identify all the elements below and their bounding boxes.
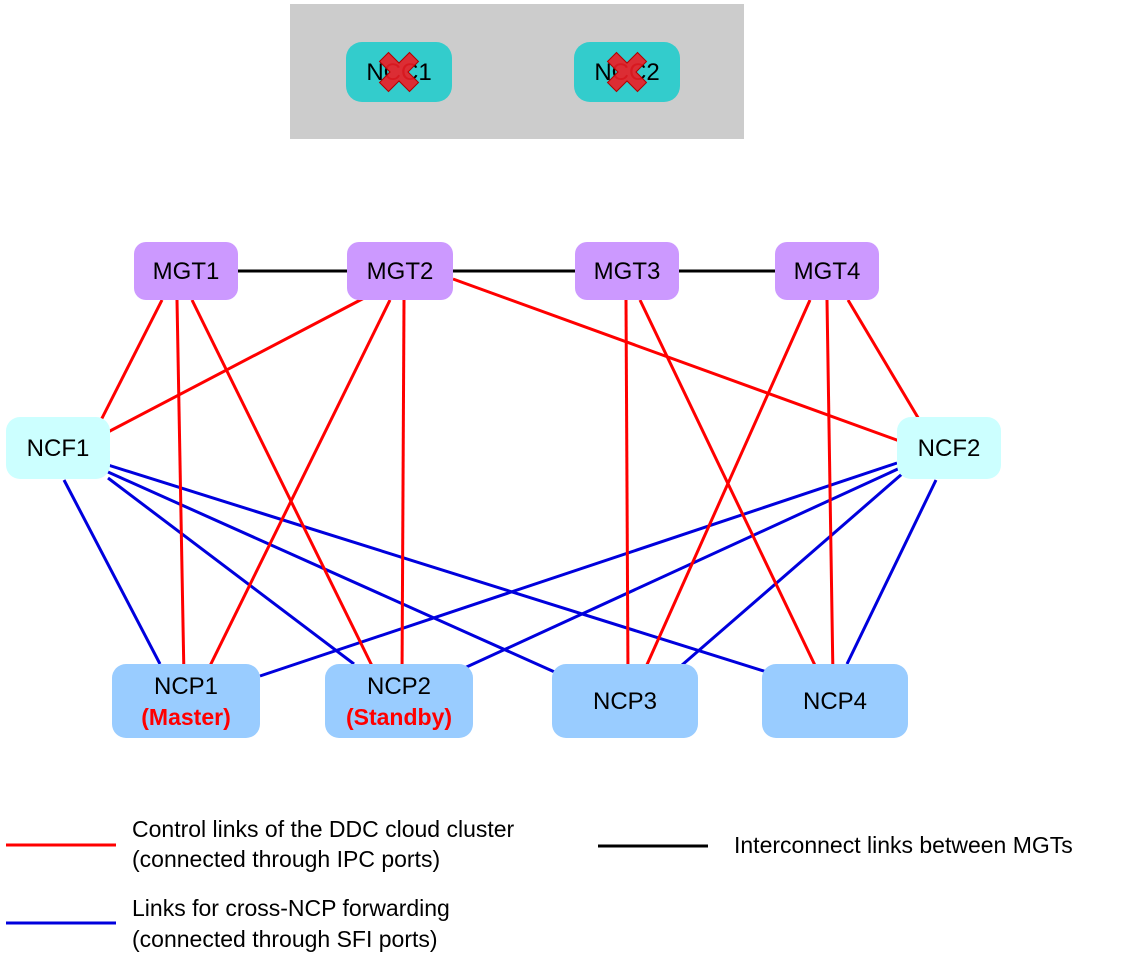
control-link-mgt2-ncp2	[400, 299, 406, 679]
node-label: NCP4	[803, 688, 867, 715]
forwarding-link-ncf1-ncp2	[107, 476, 355, 666]
control-link-mgt4-ncp4	[825, 299, 835, 679]
node-ncp1: NCP1 (Master)	[112, 664, 260, 738]
node-box	[134, 242, 238, 300]
node-mgt1: MGT1	[134, 242, 238, 300]
node-label: NCP1	[154, 673, 218, 700]
forwarding-link-ncf2-ncp1	[259, 461, 898, 678]
node-mgt2: MGT2	[347, 242, 453, 300]
node-label: NCP2	[367, 673, 431, 700]
forwarding-link-ncf2-ncp2	[459, 466, 901, 672]
control-link-mgt3-ncp3	[624, 299, 630, 679]
node-label: MGT3	[594, 258, 661, 285]
node-box	[112, 664, 260, 738]
legend-control-label-2: (connected through IPC ports)	[132, 846, 440, 872]
node-role-label: (Standby)	[346, 704, 452, 730]
cross-icon	[378, 51, 420, 93]
node-ncc1: NCC1	[346, 42, 452, 102]
node-label: NCF1	[27, 435, 90, 462]
control-link-mgt2-ncp1	[202, 299, 392, 679]
node-mgt4: MGT4	[775, 242, 879, 300]
node-box	[325, 664, 473, 738]
control-link-mgt1-ncp1	[175, 299, 186, 679]
forwarding-link-ncf1-ncp3	[107, 470, 569, 680]
forwarding-link-ncf1-ncp1	[62, 479, 162, 665]
control-link-mgt2-ncf2	[452, 277, 906, 445]
node-box	[575, 242, 679, 300]
node-ncp3: NCP3	[552, 664, 698, 738]
node-ncp4: NCP4	[762, 664, 908, 738]
node-box	[347, 242, 453, 300]
node-box	[775, 242, 879, 300]
legend-interconnect-label: Interconnect links between MGTs	[734, 832, 1073, 858]
forwarding-link-ncf1-ncp4	[107, 463, 787, 680]
links-layer	[62, 269, 938, 681]
legend-control-label-1: Control links of the DDC cloud cluster	[132, 816, 515, 842]
control-link-mgt3-ncp4	[638, 299, 824, 681]
node-label: NCF2	[918, 435, 981, 462]
node-label: MGT4	[794, 258, 861, 285]
control-link-mgt4-ncp3	[639, 299, 812, 679]
node-box	[6, 417, 110, 479]
legend: Control links of the DDC cloud cluster (…	[6, 816, 1073, 952]
node-role-label: (Master)	[141, 704, 230, 730]
node-ncf2: NCF2	[897, 417, 1001, 479]
node-ncc2: NCC2	[574, 42, 680, 102]
cross-icon	[606, 51, 648, 93]
node-box	[897, 417, 1001, 479]
forwarding-link-ncf2-ncp3	[673, 472, 903, 674]
control-link-mgt2-ncf1	[107, 294, 369, 434]
node-mgt3: MGT3	[575, 242, 679, 300]
node-ncp2: NCP2 (Standby)	[325, 664, 473, 738]
node-box	[762, 664, 908, 738]
legend-forwarding-label-2: (connected through SFI ports)	[132, 926, 438, 952]
node-ncf1: NCF1	[6, 417, 110, 479]
legend-forwarding-label-1: Links for cross-NCP forwarding	[132, 895, 450, 921]
node-label: NCP3	[593, 688, 657, 715]
node-label: MGT2	[367, 258, 434, 285]
control-link-mgt4-ncf2	[846, 299, 922, 422]
node-box	[552, 664, 698, 738]
forwarding-link-ncf2-ncp4	[845, 479, 938, 665]
node-label: MGT1	[153, 258, 220, 285]
control-link-mgt1-ncf1	[93, 299, 164, 433]
control-link-mgt1-ncp2	[190, 299, 380, 679]
